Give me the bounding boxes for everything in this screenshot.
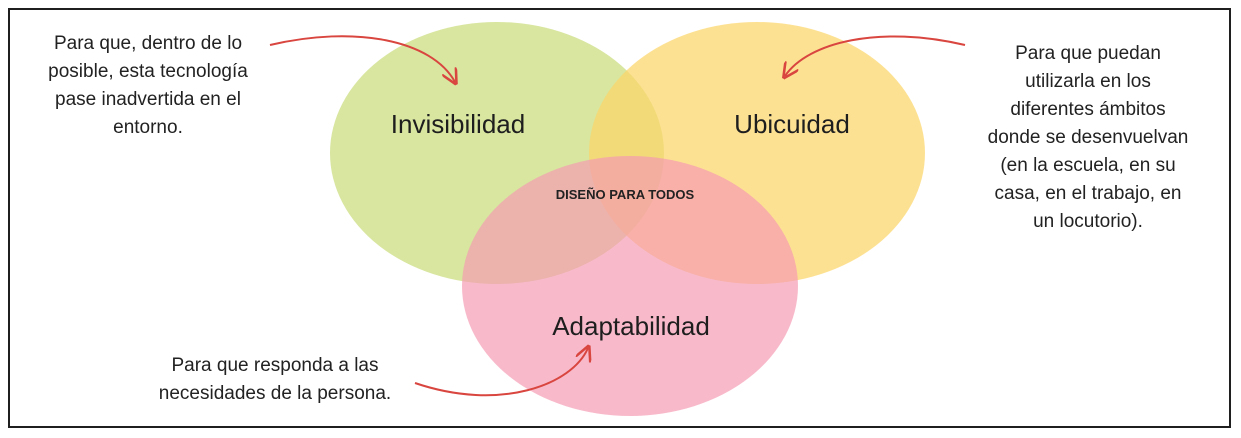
note-line: casa, en el trabajo, en [994, 183, 1182, 204]
invisibilidad-arrow [269, 35, 455, 82]
note-line: donde se desenvuelvan [987, 127, 1189, 148]
note-line: (en la escuela, en su [1000, 155, 1176, 176]
note-line: Para que puedan [1015, 43, 1161, 64]
note-line: utilizarla en los [1025, 71, 1151, 92]
note-line: necesidades de la persona. [158, 383, 392, 404]
note-line: pase inadvertida en el [55, 89, 241, 110]
ubicuidad-label: Ubicuidad [734, 109, 850, 139]
invisibilidad-label: Invisibilidad [391, 109, 525, 139]
note-line: posible, esta tecnología [48, 61, 248, 82]
adaptabilidad-note: Para que responda a las necesidades de l… [125, 352, 425, 408]
adaptabilidad-label: Adaptabilidad [552, 311, 710, 341]
ubicuidad-arrow [785, 35, 966, 76]
invisibilidad-note: Para que, dentro de lo posible, esta tec… [18, 30, 278, 142]
center-label: DISEÑO PARA TODOS [556, 187, 695, 202]
adaptabilidad-arrow [414, 348, 588, 397]
note-line: Para que responda a las [171, 355, 379, 376]
note-line: un locutorio). [1033, 211, 1143, 232]
ubicuidad-note: Para que puedan utilizarla en los difere… [958, 40, 1218, 236]
adaptabilidad-circle [462, 156, 798, 416]
note-line: diferentes ámbitos [1010, 99, 1166, 120]
note-line: entorno. [113, 117, 183, 138]
note-line: Para que, dentro de lo [53, 33, 243, 54]
